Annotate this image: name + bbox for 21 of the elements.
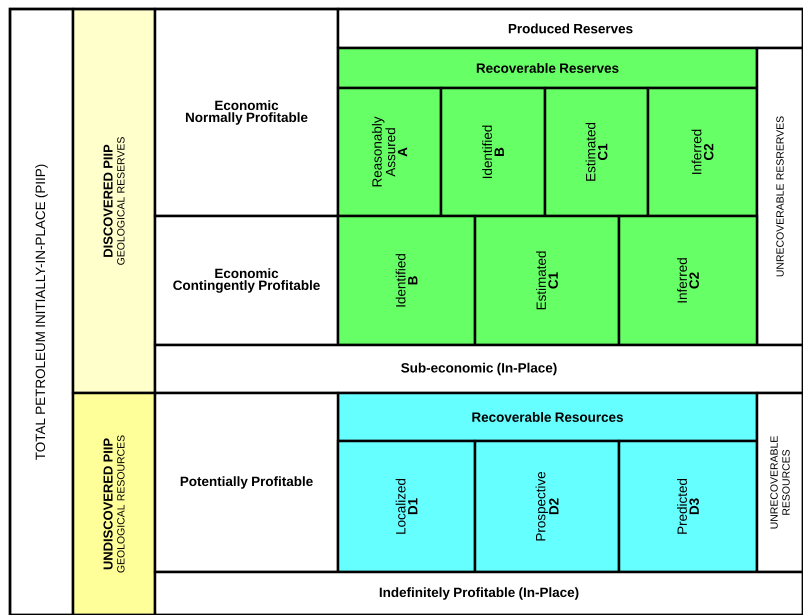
class-cell: Inferred C2	[618, 214, 758, 346]
class-cell: Identified B	[336, 214, 476, 346]
row-header-cell: Economic Normally Profitable	[154, 8, 340, 218]
header-cell: Recoverable Resources	[336, 392, 758, 442]
row-header-cell: Potentially Profitable	[154, 392, 340, 574]
class-cell: Prospective D2	[474, 440, 620, 574]
side-cell: UNRECOVERABLE RESOURCES	[756, 392, 803, 574]
category-band: DISCOVERED PIIP GEOLOGICAL RESERVES	[72, 8, 156, 394]
class-cell: Reasonably Assured A	[336, 86, 442, 218]
class-cell: Predicted D3	[618, 440, 758, 574]
class-cell: Estimated C1	[474, 214, 620, 346]
header-cell: Produced Reserves	[336, 8, 803, 50]
category-strip: TOTAL PETROLEUM INITIALLY-IN-PLACE (PIIP)	[8, 8, 74, 615]
class-cell: Localized D1	[336, 440, 476, 574]
category-band: UNDISCOVERED PIIP GEOLOGICAL RESOURCES	[72, 392, 156, 615]
side-cell: UNRECOVERABLE RESRERVES	[756, 46, 803, 346]
row-header-cell: Economic Contingently Profitable	[154, 214, 340, 346]
header-cell: Recoverable Reserves	[336, 46, 758, 90]
class-cell: Inferred C2	[646, 86, 758, 218]
class-cell: Estimated C1	[544, 86, 650, 218]
class-cell: Identified B	[440, 86, 546, 218]
